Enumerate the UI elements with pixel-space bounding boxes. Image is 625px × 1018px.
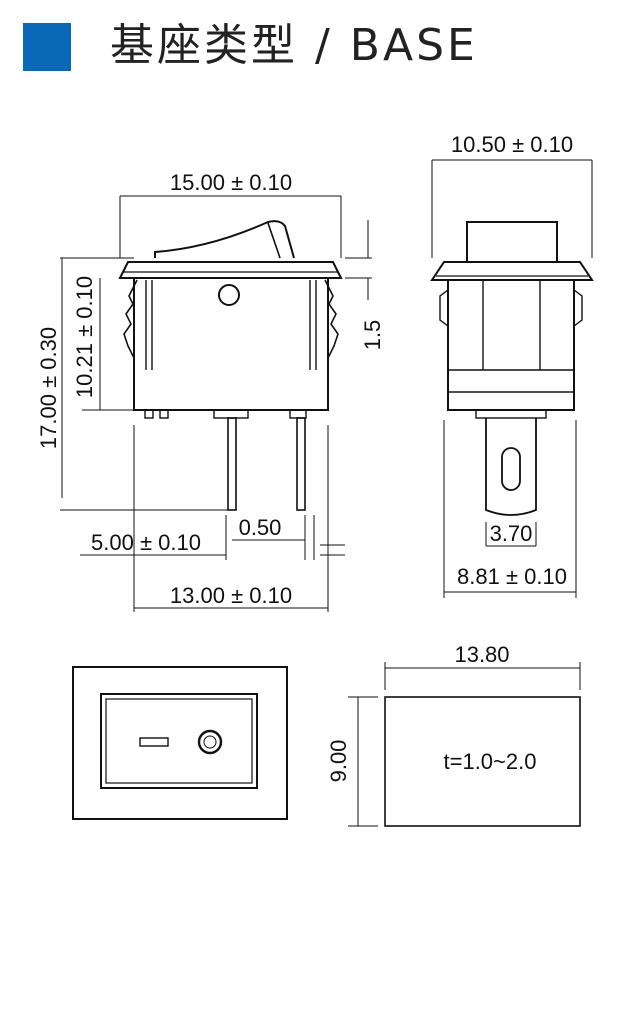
side-view-drawing [430, 159, 594, 598]
page-title: 基座类型 / BASE [110, 20, 478, 71]
page-header: 基座类型 / BASE [0, 0, 625, 90]
front-view-drawing [60, 195, 372, 612]
side-terminal-width-label: 3.70 [490, 521, 533, 546]
cutout-width-label: 13.80 [454, 642, 509, 667]
terminal-thickness-label: 0.50 [239, 515, 282, 540]
panel-face-drawing [72, 666, 288, 820]
terminal-pitch-label: 5.00 ± 0.10 [91, 530, 201, 555]
panel-cutout-drawing [348, 662, 581, 827]
panel-thickness-label: t=1.0~2.0 [444, 749, 537, 774]
front-body-height-label: 10.21 ± 0.10 [72, 276, 97, 398]
side-width-label: 10.50 ± 0.10 [451, 132, 573, 157]
accent-square [23, 23, 71, 71]
actuator-offset-label: 1.5 [360, 320, 385, 351]
side-body-width-label: 8.81 ± 0.10 [457, 564, 567, 589]
front-width-label: 15.00 ± 0.10 [170, 170, 292, 195]
front-total-height-label: 17.00 ± 0.30 [36, 327, 61, 449]
cutout-height-label: 9.00 [326, 740, 351, 783]
front-body-width-label: 13.00 ± 0.10 [170, 583, 292, 608]
